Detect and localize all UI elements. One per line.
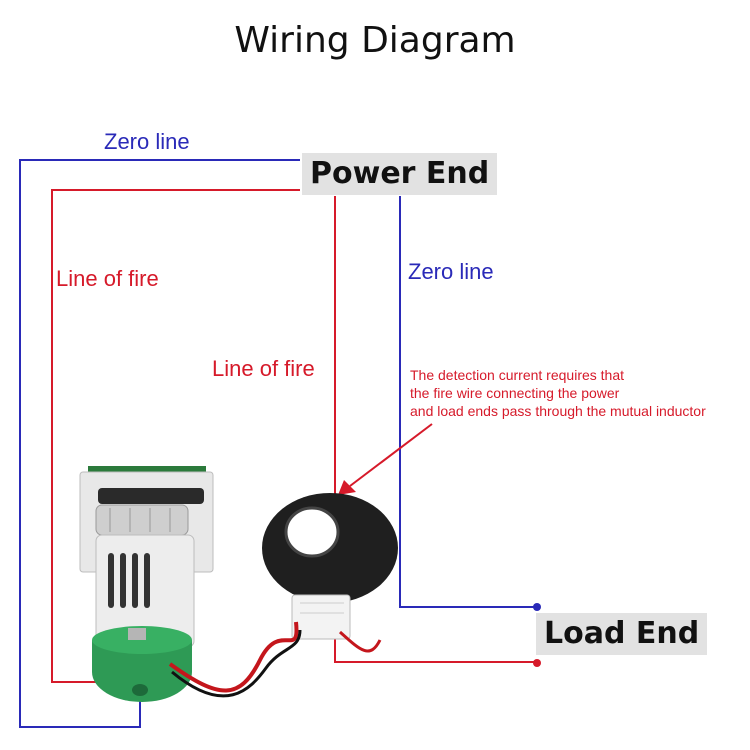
current-transformer	[262, 493, 398, 640]
meter-lead-black	[171, 629, 302, 698]
note-arrow-line	[349, 423, 433, 487]
ct-lead-red	[338, 630, 382, 653]
note-line-1: The detection current requires that	[410, 367, 625, 383]
meter-device	[79, 466, 214, 702]
detection-note: The detection current requires that the …	[410, 366, 706, 420]
zero-line-wire-right	[399, 196, 536, 608]
line-of-fire-label-left: Line of fire	[56, 266, 159, 291]
fire-line-wire-left	[51, 189, 300, 683]
zero-line-wire-left	[19, 159, 300, 728]
note-arrow-head	[338, 480, 356, 495]
load-end-label: Load End	[536, 613, 708, 655]
diagram-title: Wiring Diagram	[234, 20, 516, 61]
line-of-fire-label-center: Line of fire	[212, 356, 315, 381]
zero-line-label-top: Zero line	[104, 129, 190, 154]
note-line-2: the fire wire connecting the power	[410, 385, 620, 401]
note-line-3: and load ends pass through the mutual in…	[410, 403, 706, 419]
load-end-fire-terminal	[533, 659, 541, 667]
zero-line-label-right: Zero line	[408, 259, 494, 284]
power-end-label: Power End	[302, 153, 498, 195]
fire-line-wire-center	[334, 196, 536, 663]
meter-lead-red	[168, 621, 299, 693]
load-end-zero-terminal	[533, 603, 541, 611]
